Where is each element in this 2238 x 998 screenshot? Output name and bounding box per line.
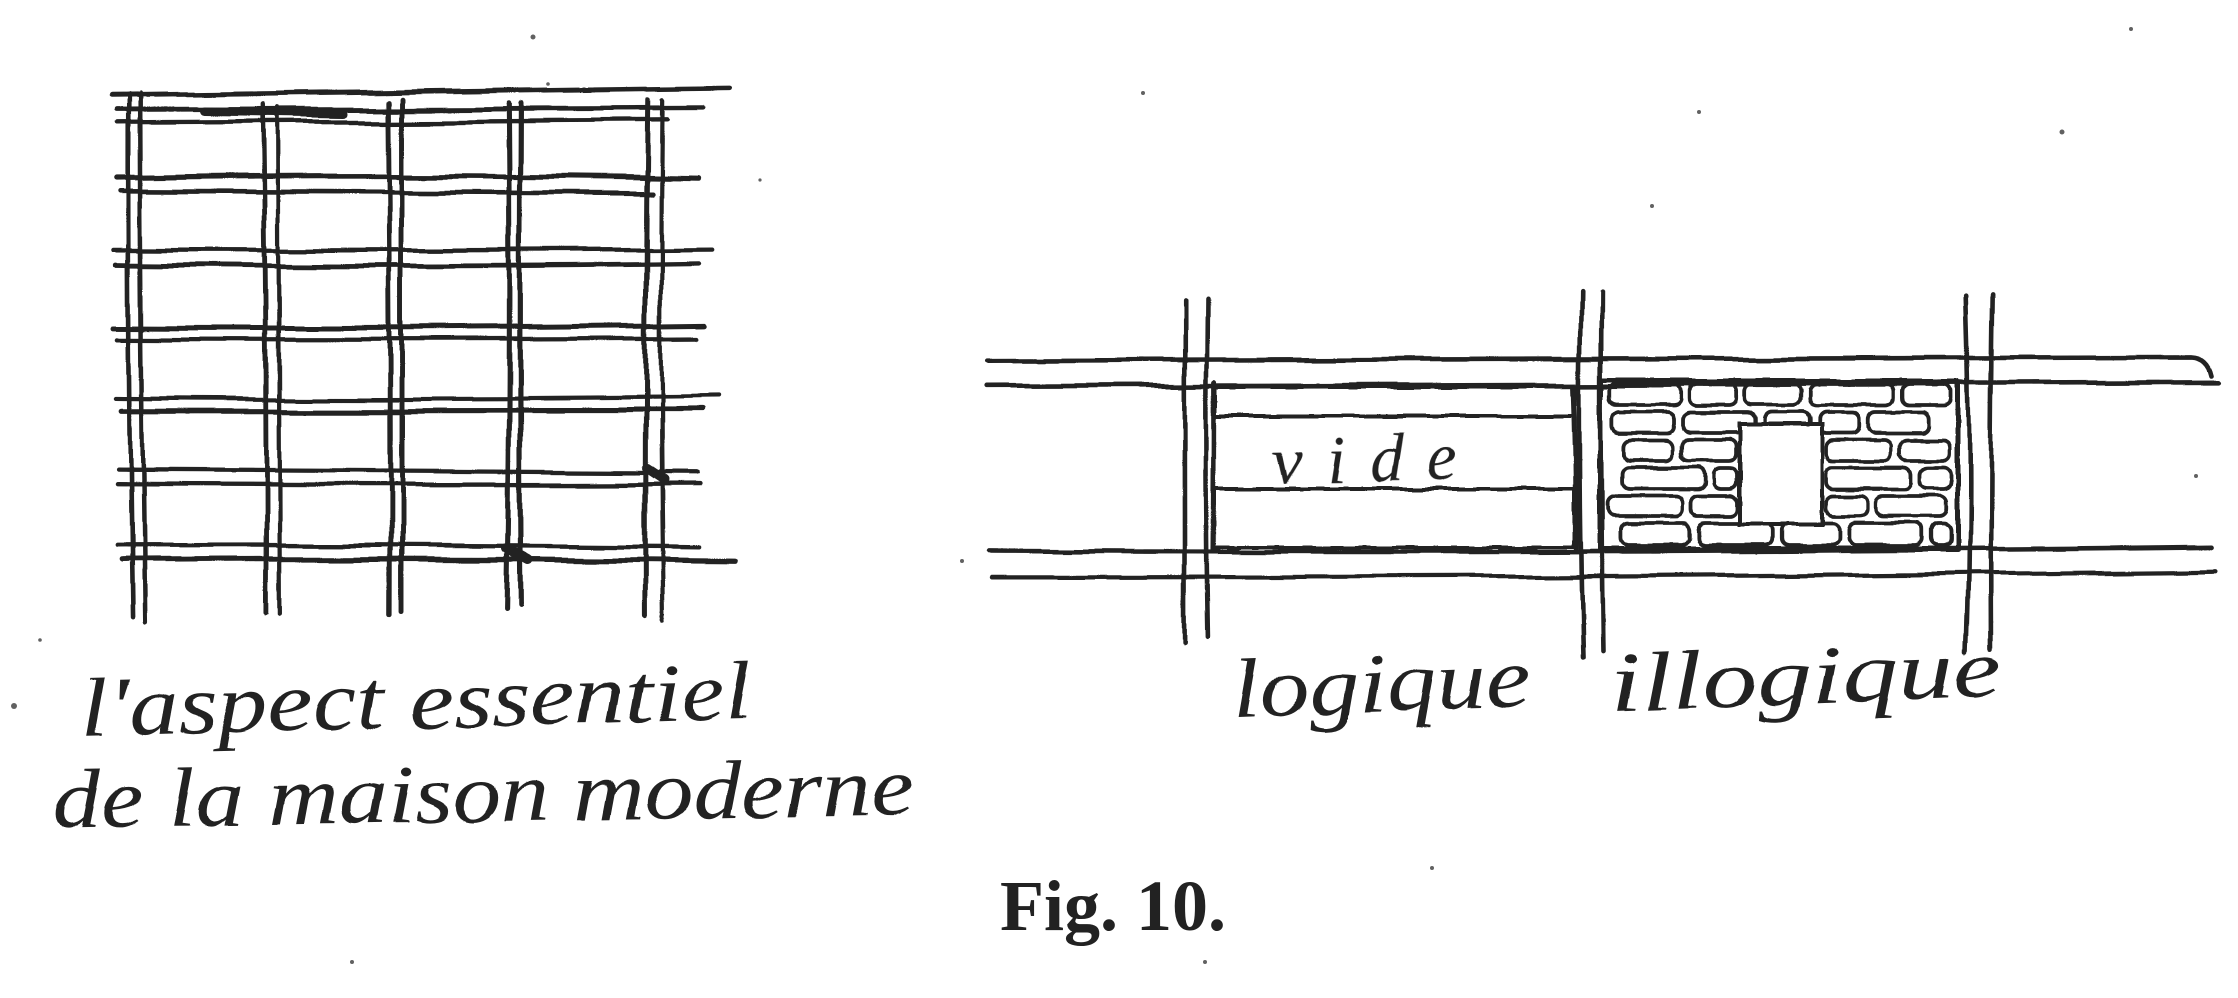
logique-label: logique <box>1230 633 1531 736</box>
masonry-stone <box>1689 494 1739 518</box>
scan-speckle <box>1203 960 1207 964</box>
grid-frame-sketch <box>108 85 738 625</box>
masonry-outline <box>1597 378 1961 552</box>
sketch-stroke <box>115 335 698 342</box>
hatched-slab-top <box>1212 385 1576 418</box>
masonry-stone <box>1918 466 1953 491</box>
masonry-stone <box>1900 382 1953 407</box>
masonry-stone <box>1847 521 1925 547</box>
scan-speckle <box>2059 129 2065 135</box>
sketch-stroke <box>114 481 702 487</box>
sketch-stroke <box>114 105 705 113</box>
scan-speckle <box>546 82 550 86</box>
scan-speckle <box>350 960 354 964</box>
sketch-stroke <box>386 99 394 619</box>
caption-left-line1: l'aspect essentiel <box>79 645 753 756</box>
logical-bay <box>1212 385 1576 550</box>
sketch-stroke <box>501 543 533 565</box>
sketch-stroke <box>119 556 738 564</box>
sketch-stroke <box>111 246 716 253</box>
sketch-stroke <box>111 322 706 331</box>
scan-speckle <box>1650 204 1654 208</box>
masonry-stone <box>1619 521 1692 547</box>
masonry-stone <box>1824 438 1893 463</box>
sketch-stroke <box>114 542 702 550</box>
scan-speckle <box>38 638 42 642</box>
sketch-stroke <box>1988 293 1995 653</box>
figure-number: Fig. 10. <box>1000 866 1226 946</box>
masonry-stone <box>1688 382 1738 407</box>
sketch-stroke <box>113 394 720 402</box>
scan-speckle <box>1697 110 1701 114</box>
scan-speckle <box>1430 866 1434 870</box>
masonry-stone <box>1620 466 1708 491</box>
masonry-stone <box>1712 466 1739 491</box>
sketch-stroke <box>1182 298 1188 646</box>
masonry-stone <box>1807 382 1896 407</box>
sketch-stroke <box>114 261 702 269</box>
masonry-stones <box>1606 382 1953 547</box>
sketch-stroke <box>114 173 701 182</box>
vide-label: vide <box>1271 419 1458 498</box>
caption-left-line2: de la maison moderne <box>51 742 914 847</box>
sketch-stroke <box>115 467 699 475</box>
sketch-stroke <box>988 568 2218 580</box>
masonry-stone <box>1610 410 1677 435</box>
sketch-stroke <box>137 91 148 625</box>
sketch-stroke <box>118 188 656 196</box>
scan-speckle <box>2129 27 2133 31</box>
scan-speckle <box>11 703 17 709</box>
sketch-stroke <box>985 354 2215 379</box>
sketch-stroke <box>1963 293 1972 656</box>
masonry-stone <box>1898 438 1952 463</box>
masonry-stone <box>1779 521 1842 547</box>
masonry-stone <box>1824 466 1913 491</box>
masonry-stone <box>1742 382 1803 407</box>
sketch-stroke <box>108 85 733 99</box>
masonry-stone <box>1866 410 1932 435</box>
masonry-stone <box>1873 494 1949 518</box>
scan-speckle <box>1141 91 1145 95</box>
sketch-stroke <box>642 97 651 619</box>
sketch-stroke <box>641 463 669 485</box>
scan-speckle <box>530 34 536 40</box>
sketch-stroke <box>1577 289 1586 660</box>
illogique-label: illogique <box>1608 623 2003 730</box>
sketch-stroke <box>658 97 666 623</box>
sketch-stroke <box>276 105 282 617</box>
scan-speckle <box>960 559 964 563</box>
masonry-stone <box>1606 382 1684 407</box>
sketch-stroke <box>503 100 512 612</box>
scan-speckle <box>758 178 762 182</box>
masonry-stone <box>1824 494 1869 518</box>
masonry-stone <box>1817 410 1862 435</box>
masonry-stone <box>1621 438 1675 463</box>
sketch-stroke <box>260 102 269 616</box>
sketch-stroke <box>126 92 135 619</box>
masonry-bay <box>1597 378 1961 552</box>
sketch-stroke <box>200 107 350 119</box>
window-opening <box>1738 422 1824 526</box>
scan-speckle <box>2194 474 2198 478</box>
handwritten-labels: l'aspect essentiel de la maison moderne … <box>51 419 2003 846</box>
masonry-stone <box>1696 521 1775 547</box>
hatched-slab-bottom <box>1212 487 1576 550</box>
sketch-stroke <box>116 118 669 126</box>
sketch-stroke <box>516 100 523 608</box>
masonry-stone <box>1606 494 1684 518</box>
sketch-stroke <box>1204 297 1211 641</box>
scan-speckles <box>11 27 2198 964</box>
masonry-stone <box>1679 438 1739 463</box>
masonry-stone <box>1929 521 1953 547</box>
